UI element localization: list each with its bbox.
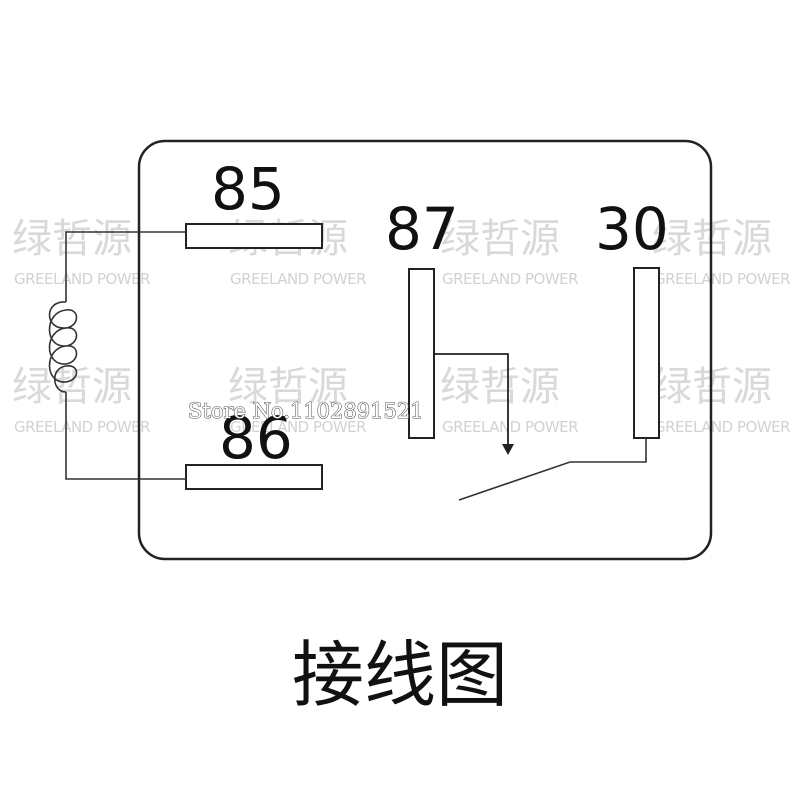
coil-wire-top [65, 231, 186, 302]
coil-wire-bottom [65, 392, 186, 480]
contact-87-lead [434, 353, 509, 444]
watermark-en: GREELAND POWER [654, 418, 790, 436]
watermark-en: GREELAND POWER [442, 270, 578, 288]
diagram-caption: 接线图 [291, 633, 508, 717]
watermark-en: GREELAND POWER [230, 418, 366, 436]
watermark-cn: 绿哲源 [12, 216, 132, 262]
pin-87-terminal [408, 268, 435, 439]
pin-85-terminal [185, 223, 323, 249]
pin-85-label: 85 [211, 155, 285, 223]
watermark-cn: 绿哲源 [440, 364, 560, 410]
store-watermark-text: Store No.1102891521 [188, 399, 424, 423]
pin-30-label: 30 [595, 195, 669, 263]
watermark-en: GREELAND POWER [14, 418, 150, 436]
watermark-en: GREELAND POWER [14, 270, 150, 288]
watermark-en: GREELAND POWER [654, 270, 790, 288]
switch-arm [458, 438, 647, 501]
pin-86-terminal [185, 464, 323, 490]
pin-86-label: 86 [219, 404, 293, 472]
watermark-en: GREELAND POWER [442, 418, 578, 436]
relay-body-outline [137, 139, 713, 561]
contact-arrow-icon [502, 444, 514, 455]
watermark-cn: 绿哲源 [440, 216, 560, 262]
coil-icon [48, 301, 78, 393]
pin-30-terminal [633, 267, 660, 439]
watermark-cn: 绿哲源 [12, 364, 132, 410]
watermark-cn: 绿哲源 [228, 364, 348, 410]
pin-87-label: 87 [385, 195, 459, 263]
watermark-en: GREELAND POWER [230, 270, 366, 288]
